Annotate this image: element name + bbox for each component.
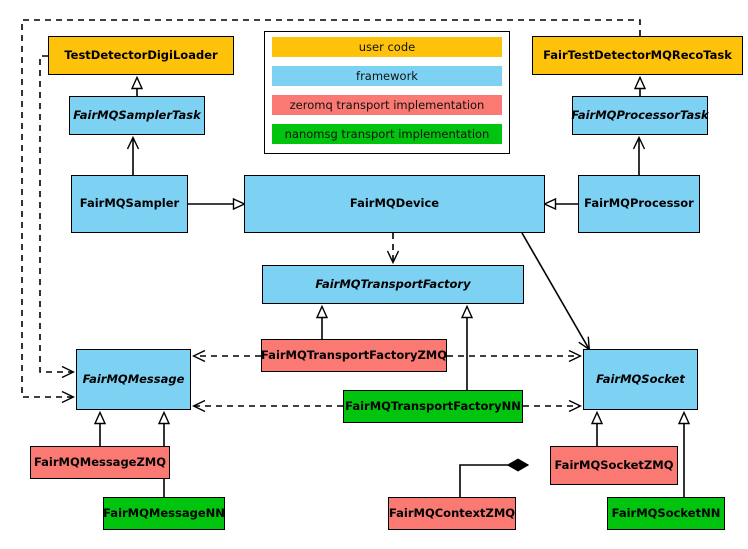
legend-item-nanomsg: nanomsg transport implementation xyxy=(272,124,502,144)
node-label: FairMQSampler xyxy=(79,196,180,211)
node-fairmqtransportfactoryzmq[interactable]: FairMQTransportFactoryZMQ xyxy=(261,339,447,372)
legend-label-zeromq: zeromq transport implementation xyxy=(289,98,485,112)
node-label: FairMQProcessorTask xyxy=(571,107,709,122)
node-fairmqmessagenn[interactable]: FairMQMessageNN xyxy=(103,497,225,530)
legend-item-zeromq: zeromq transport implementation xyxy=(272,95,502,115)
edge-recotask-message xyxy=(21,19,641,397)
node-fairmqprocessor[interactable]: FairMQProcessor xyxy=(578,175,700,233)
node-label: FairMQTransportFactoryNN xyxy=(345,398,521,413)
node-label: FairMQContextZMQ xyxy=(388,505,516,520)
node-label: FairMQSocket xyxy=(596,371,685,386)
node-label: FairMQDevice xyxy=(349,196,440,211)
node-fairmqmessage[interactable]: FairMQMessage xyxy=(76,349,191,410)
node-label: TestDetectorDigiLoader xyxy=(64,47,218,62)
node-testdetectordigiloader[interactable]: TestDetectorDigiLoader xyxy=(48,36,234,75)
node-label: FairMQSocketNN xyxy=(611,505,721,520)
legend-label-framework: framework xyxy=(356,69,418,83)
node-fairmqsampler[interactable]: FairMQSampler xyxy=(71,175,188,233)
node-label: FairMQSamplerTask xyxy=(73,107,201,122)
node-fairtestdetectormqrecotask[interactable]: FairTestDetectorMQRecoTask xyxy=(532,36,743,75)
node-label: FairMQSocketZMQ xyxy=(554,457,674,472)
node-label: FairMQProcessor xyxy=(584,196,694,211)
node-fairmqtransportfactorynn[interactable]: FairMQTransportFactoryNN xyxy=(343,390,523,423)
node-fairmqsamplertask[interactable]: FairMQSamplerTask xyxy=(69,96,205,135)
node-fairmqcontextzmq[interactable]: FairMQContextZMQ xyxy=(388,497,516,530)
node-label: FairTestDetectorMQRecoTask xyxy=(543,47,732,62)
node-label: FairMQMessageZMQ xyxy=(33,454,167,469)
node-fairmqsocketnn[interactable]: FairMQSocketNN xyxy=(607,497,725,530)
legend-item-user-code: user code xyxy=(272,37,502,57)
legend-label-user-code: user code xyxy=(358,40,416,54)
node-fairmqmessagezmq[interactable]: FairMQMessageZMQ xyxy=(30,446,170,479)
node-fairmqsocketzmq[interactable]: FairMQSocketZMQ xyxy=(550,446,678,485)
node-label: FairMQMessageNN xyxy=(103,505,225,520)
edge-socketzmq-contextzmq xyxy=(459,465,528,497)
node-label: FairMQTransportFactory xyxy=(315,276,471,291)
node-fairmqtransportfactory[interactable]: FairMQTransportFactory xyxy=(262,265,524,304)
node-fairmqdevice[interactable]: FairMQDevice xyxy=(244,175,545,233)
legend-label-nanomsg: nanomsg transport implementation xyxy=(284,127,490,141)
node-fairmqprocessortask[interactable]: FairMQProcessorTask xyxy=(571,96,709,135)
node-label: FairMQMessage xyxy=(82,371,185,386)
node-label: FairMQTransportFactoryZMQ xyxy=(261,347,448,362)
edge-digiloader-message xyxy=(39,55,73,372)
node-fairmqsocket[interactable]: FairMQSocket xyxy=(583,349,698,410)
edge-device-socket xyxy=(521,232,589,349)
legend-item-framework: framework xyxy=(272,66,502,86)
